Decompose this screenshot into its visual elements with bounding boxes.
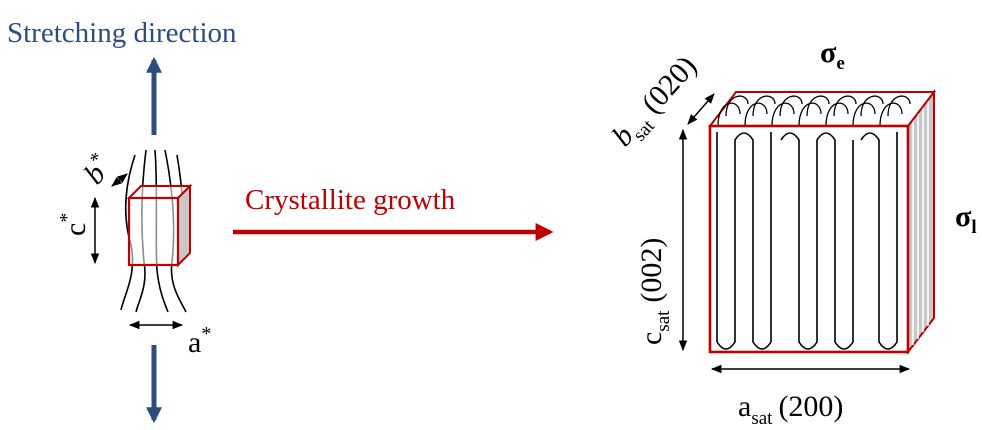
a-sat-label: asat(200): [738, 390, 843, 429]
svg-text:csat(002): csat(002): [635, 238, 674, 345]
b-star-axis: [112, 174, 127, 186]
crystallite-growth-label: Crystallite growth: [245, 184, 456, 216]
sigma-e-label: σe: [820, 36, 845, 74]
b-star-label: b*: [75, 148, 118, 191]
large-crystallite: [710, 92, 934, 352]
small-crystallite: [129, 186, 190, 265]
stretching-direction-label: Stretching direction: [7, 17, 237, 49]
b-sat-label: bsat(020): [606, 50, 708, 157]
c-sat-label: csat(002): [635, 238, 674, 345]
c-star-label: c*: [56, 213, 92, 236]
a-star-label: a*: [188, 323, 211, 359]
b-sat-dimension: [688, 94, 714, 124]
svg-text:c*: c*: [56, 213, 92, 236]
svg-text:b*: b*: [75, 148, 118, 191]
sigma-l-label: σl: [955, 200, 977, 238]
svg-text:bsat(020): bsat(020): [606, 50, 708, 157]
